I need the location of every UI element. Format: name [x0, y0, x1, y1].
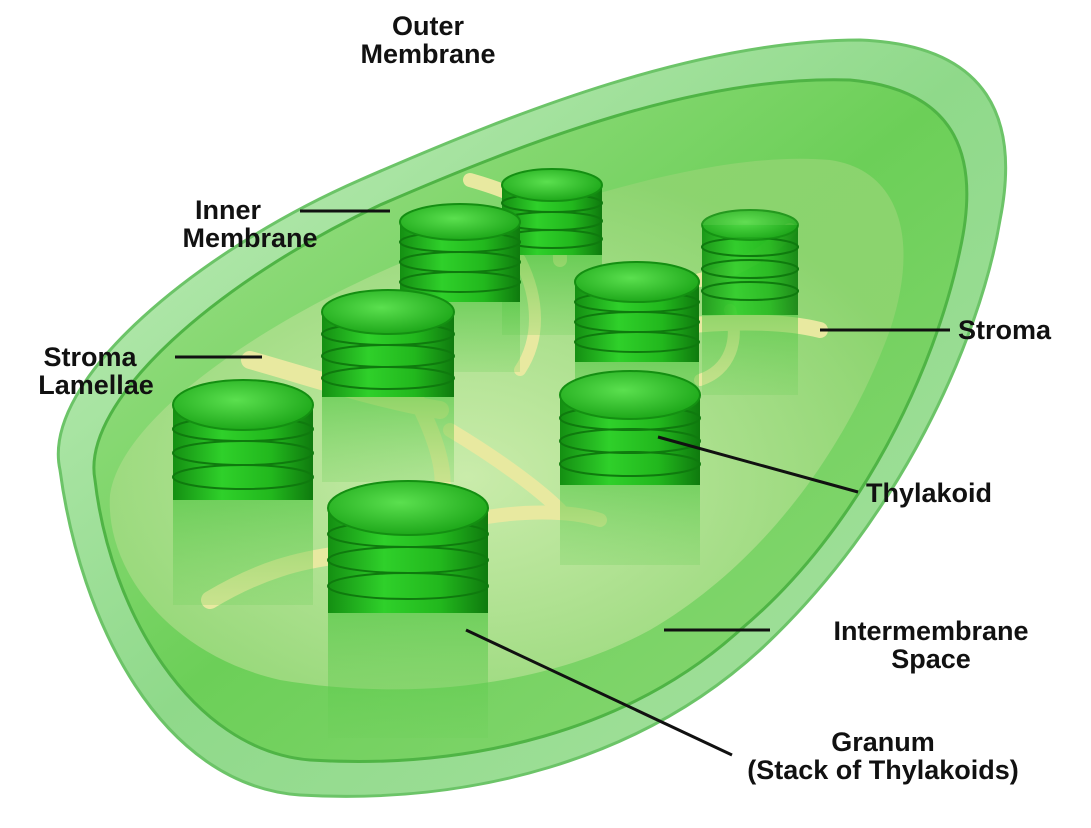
label-inner-membrane-line1: Inner [162, 196, 338, 224]
label-intermembrane-space: Intermembrane Space [778, 617, 1084, 673]
label-stroma-lamellae-line1: Stroma [16, 343, 176, 371]
label-inner-membrane-line2: Membrane [162, 224, 338, 252]
label-thylakoid: Thylakoid [866, 479, 1046, 507]
label-outer-membrane: Outer Membrane [340, 12, 516, 68]
label-granum: Granum (Stack of Thylakoids) [733, 728, 1033, 784]
label-stroma-lamellae-line2: Lamellae [16, 371, 176, 399]
label-stroma-lamellae: Stroma Lamellae [16, 343, 176, 399]
granum-stack [173, 380, 313, 605]
label-outer-membrane-line2: Membrane [340, 40, 516, 68]
granum-stack [328, 481, 488, 738]
label-intermembrane-space-line1: Intermembrane [778, 617, 1084, 645]
granum-stack [560, 371, 700, 565]
label-intermembrane-space-line2: Space [778, 645, 1084, 673]
label-stroma: Stroma [958, 316, 1083, 344]
label-outer-membrane-line1: Outer [340, 12, 516, 40]
granum-stack [702, 210, 798, 395]
label-granum-line1: Granum [733, 728, 1033, 756]
label-granum-line2: (Stack of Thylakoids) [733, 756, 1033, 784]
granum-stack [322, 290, 454, 482]
label-inner-membrane: Inner Membrane [162, 196, 338, 252]
